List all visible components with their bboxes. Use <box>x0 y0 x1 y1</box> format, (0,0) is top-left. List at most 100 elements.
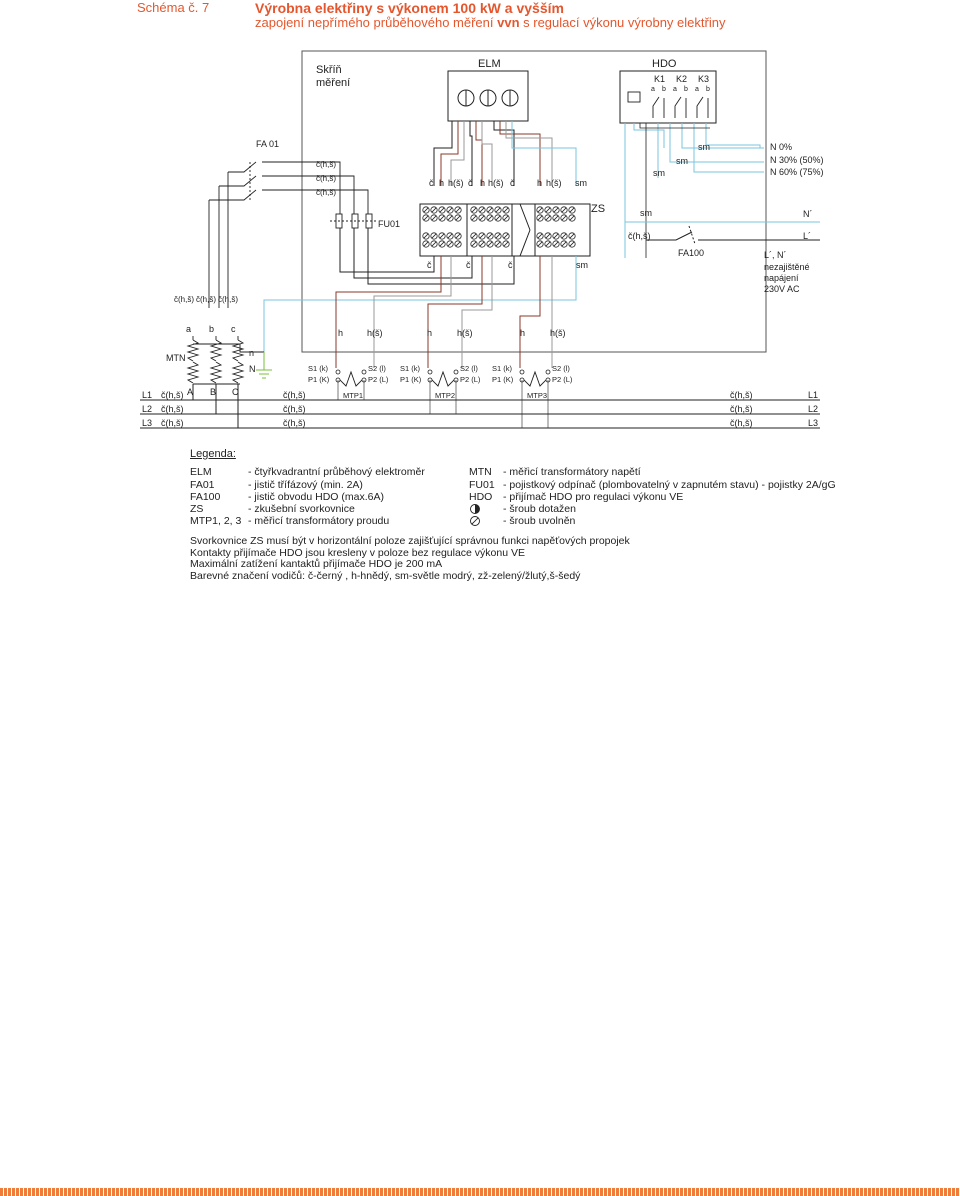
fa01-fu01-wires <box>208 161 369 308</box>
chs-l1-mid: č(h,š) <box>283 390 306 400</box>
zs-screw <box>544 240 552 248</box>
mtp-p1-label: P1 (K) <box>400 375 422 384</box>
h-label-4: h(š) <box>457 328 473 338</box>
mtn-n-small: n <box>249 348 254 358</box>
mtp-s2-label: S2 (l) <box>368 364 386 373</box>
chs-l2-left: č(h,š) <box>161 404 184 414</box>
zs-screw <box>560 214 568 222</box>
zs-screw <box>568 232 576 240</box>
zs-screw <box>454 232 462 240</box>
zs-screw <box>536 206 544 214</box>
zs-b1: č <box>427 260 432 270</box>
chs-top-2: č(h,š) <box>316 174 336 183</box>
mtn-c: c <box>231 324 236 334</box>
mtp-terminal <box>453 369 459 375</box>
zs-screw <box>454 214 462 222</box>
zs-screw <box>568 206 576 214</box>
chs-l1-right: č(h,š) <box>730 390 753 400</box>
zs-screw <box>478 214 486 222</box>
bottom-bar <box>0 1188 960 1196</box>
note-4: Barevné značení vodičů: č-černý , h-hněd… <box>190 569 581 582</box>
zs-screw <box>502 240 510 248</box>
mtn-winding <box>231 339 245 362</box>
phase-lines <box>140 384 820 429</box>
hdo-label: HDO <box>652 58 677 70</box>
subtitle-bold: vvn <box>497 15 520 30</box>
mtp-link <box>429 380 457 414</box>
screw-loose-icon <box>470 516 480 526</box>
mtn-winding <box>209 339 223 362</box>
zs-screw <box>486 214 494 222</box>
zs-screw <box>438 240 446 248</box>
mtp-p2-label: P2 (L) <box>460 375 481 384</box>
chs-l2-mid: č(h,š) <box>283 404 306 414</box>
mtn-abc-top: a b c <box>186 324 236 334</box>
zs-screw <box>486 240 494 248</box>
mtp-p2-label: P2 (L) <box>552 375 573 384</box>
fa100-label: FA100 <box>678 248 704 258</box>
hdo-sm-3: sm <box>653 168 665 178</box>
zs-screw <box>438 232 446 240</box>
elm-t7: č <box>510 178 515 188</box>
zs-terminal-block <box>419 203 591 257</box>
zs-screw <box>552 240 560 248</box>
zs-bottom-labels: č č č sm <box>427 260 588 270</box>
hdo-contact-b1: b <box>662 86 666 93</box>
zs-screw <box>560 206 568 214</box>
h-label-3: h <box>427 328 432 338</box>
phase-l1-left: L1 <box>142 390 152 400</box>
mtp-name: MTP3 <box>527 391 547 400</box>
fa01-label: FA 01 <box>256 139 279 149</box>
zs-screw <box>502 232 510 240</box>
mtn-abc-bottom: A B C <box>187 387 239 397</box>
legend-left-code-1: ELM <box>190 466 212 478</box>
fa01-wire-labels: č(h,š) č(h,š) č(h,š) č(h,š) č(h,š) č(h,š… <box>174 160 336 304</box>
zs-screw <box>470 206 478 214</box>
zs-screw <box>544 214 552 222</box>
zs-screw <box>454 206 462 214</box>
zs-screw <box>552 232 560 240</box>
legend-left-code-3: FA100 <box>190 491 221 503</box>
zs-screw <box>544 232 552 240</box>
n30-label: N 30% (50%) <box>770 155 824 165</box>
zs-screw <box>422 240 430 248</box>
zs-screw <box>494 206 502 214</box>
mtn-coils <box>186 336 245 384</box>
hdo-side-labels: sm sm sm sm č(h,š) N 0% N 30% (50%) N 60… <box>628 142 824 294</box>
zs-screw <box>446 240 454 248</box>
zs-screw <box>454 240 462 248</box>
zs-screw <box>438 206 446 214</box>
h-label-5: h <box>520 328 525 338</box>
hdo-sm-2: sm <box>676 156 688 166</box>
mtp-name: MTP2 <box>435 391 455 400</box>
zs-screw <box>446 214 454 222</box>
chs-top-3: č(h,š) <box>316 188 336 197</box>
h-label-6: h(š) <box>550 328 566 338</box>
hdo-k1: K1 <box>654 74 665 84</box>
mtn-B: B <box>210 387 216 397</box>
elm-label: ELM <box>478 58 501 70</box>
unfused-4: 230V AC <box>764 284 800 294</box>
chs-l3-mid: č(h,š) <box>283 418 306 428</box>
mtp-p1-label: P1 (K) <box>308 375 330 384</box>
zs-b4: sm <box>576 260 588 270</box>
mtn-A: A <box>187 387 193 397</box>
mtp-s1-label: S1 (k) <box>492 364 513 373</box>
legend-right-desc-3: - přijímač HDO pro regulaci výkonu VE <box>503 491 684 503</box>
elm-terminal-labels: č h h(š) č h h(š) č h h(š) sm <box>429 178 587 188</box>
zs-screw <box>430 240 438 248</box>
mtp-s1-label: S1 (k) <box>400 364 421 373</box>
elm-meters <box>457 89 519 107</box>
hdo-contact-a2: a <box>673 86 677 93</box>
legend-left-code-2: FA01 <box>190 479 215 491</box>
hdo-contact-b2: b <box>684 86 688 93</box>
zs-screw <box>536 214 544 222</box>
hdo-contact-b3: b <box>706 86 710 93</box>
zs-screw <box>446 206 454 214</box>
zs-screw <box>494 240 502 248</box>
zs-screw <box>422 232 430 240</box>
phase-l3-left: L3 <box>142 418 152 428</box>
mtn-a: a <box>186 324 191 334</box>
chs-l1-left: č(h,š) <box>161 390 184 400</box>
mtp-s1-label: S1 (k) <box>308 364 329 373</box>
